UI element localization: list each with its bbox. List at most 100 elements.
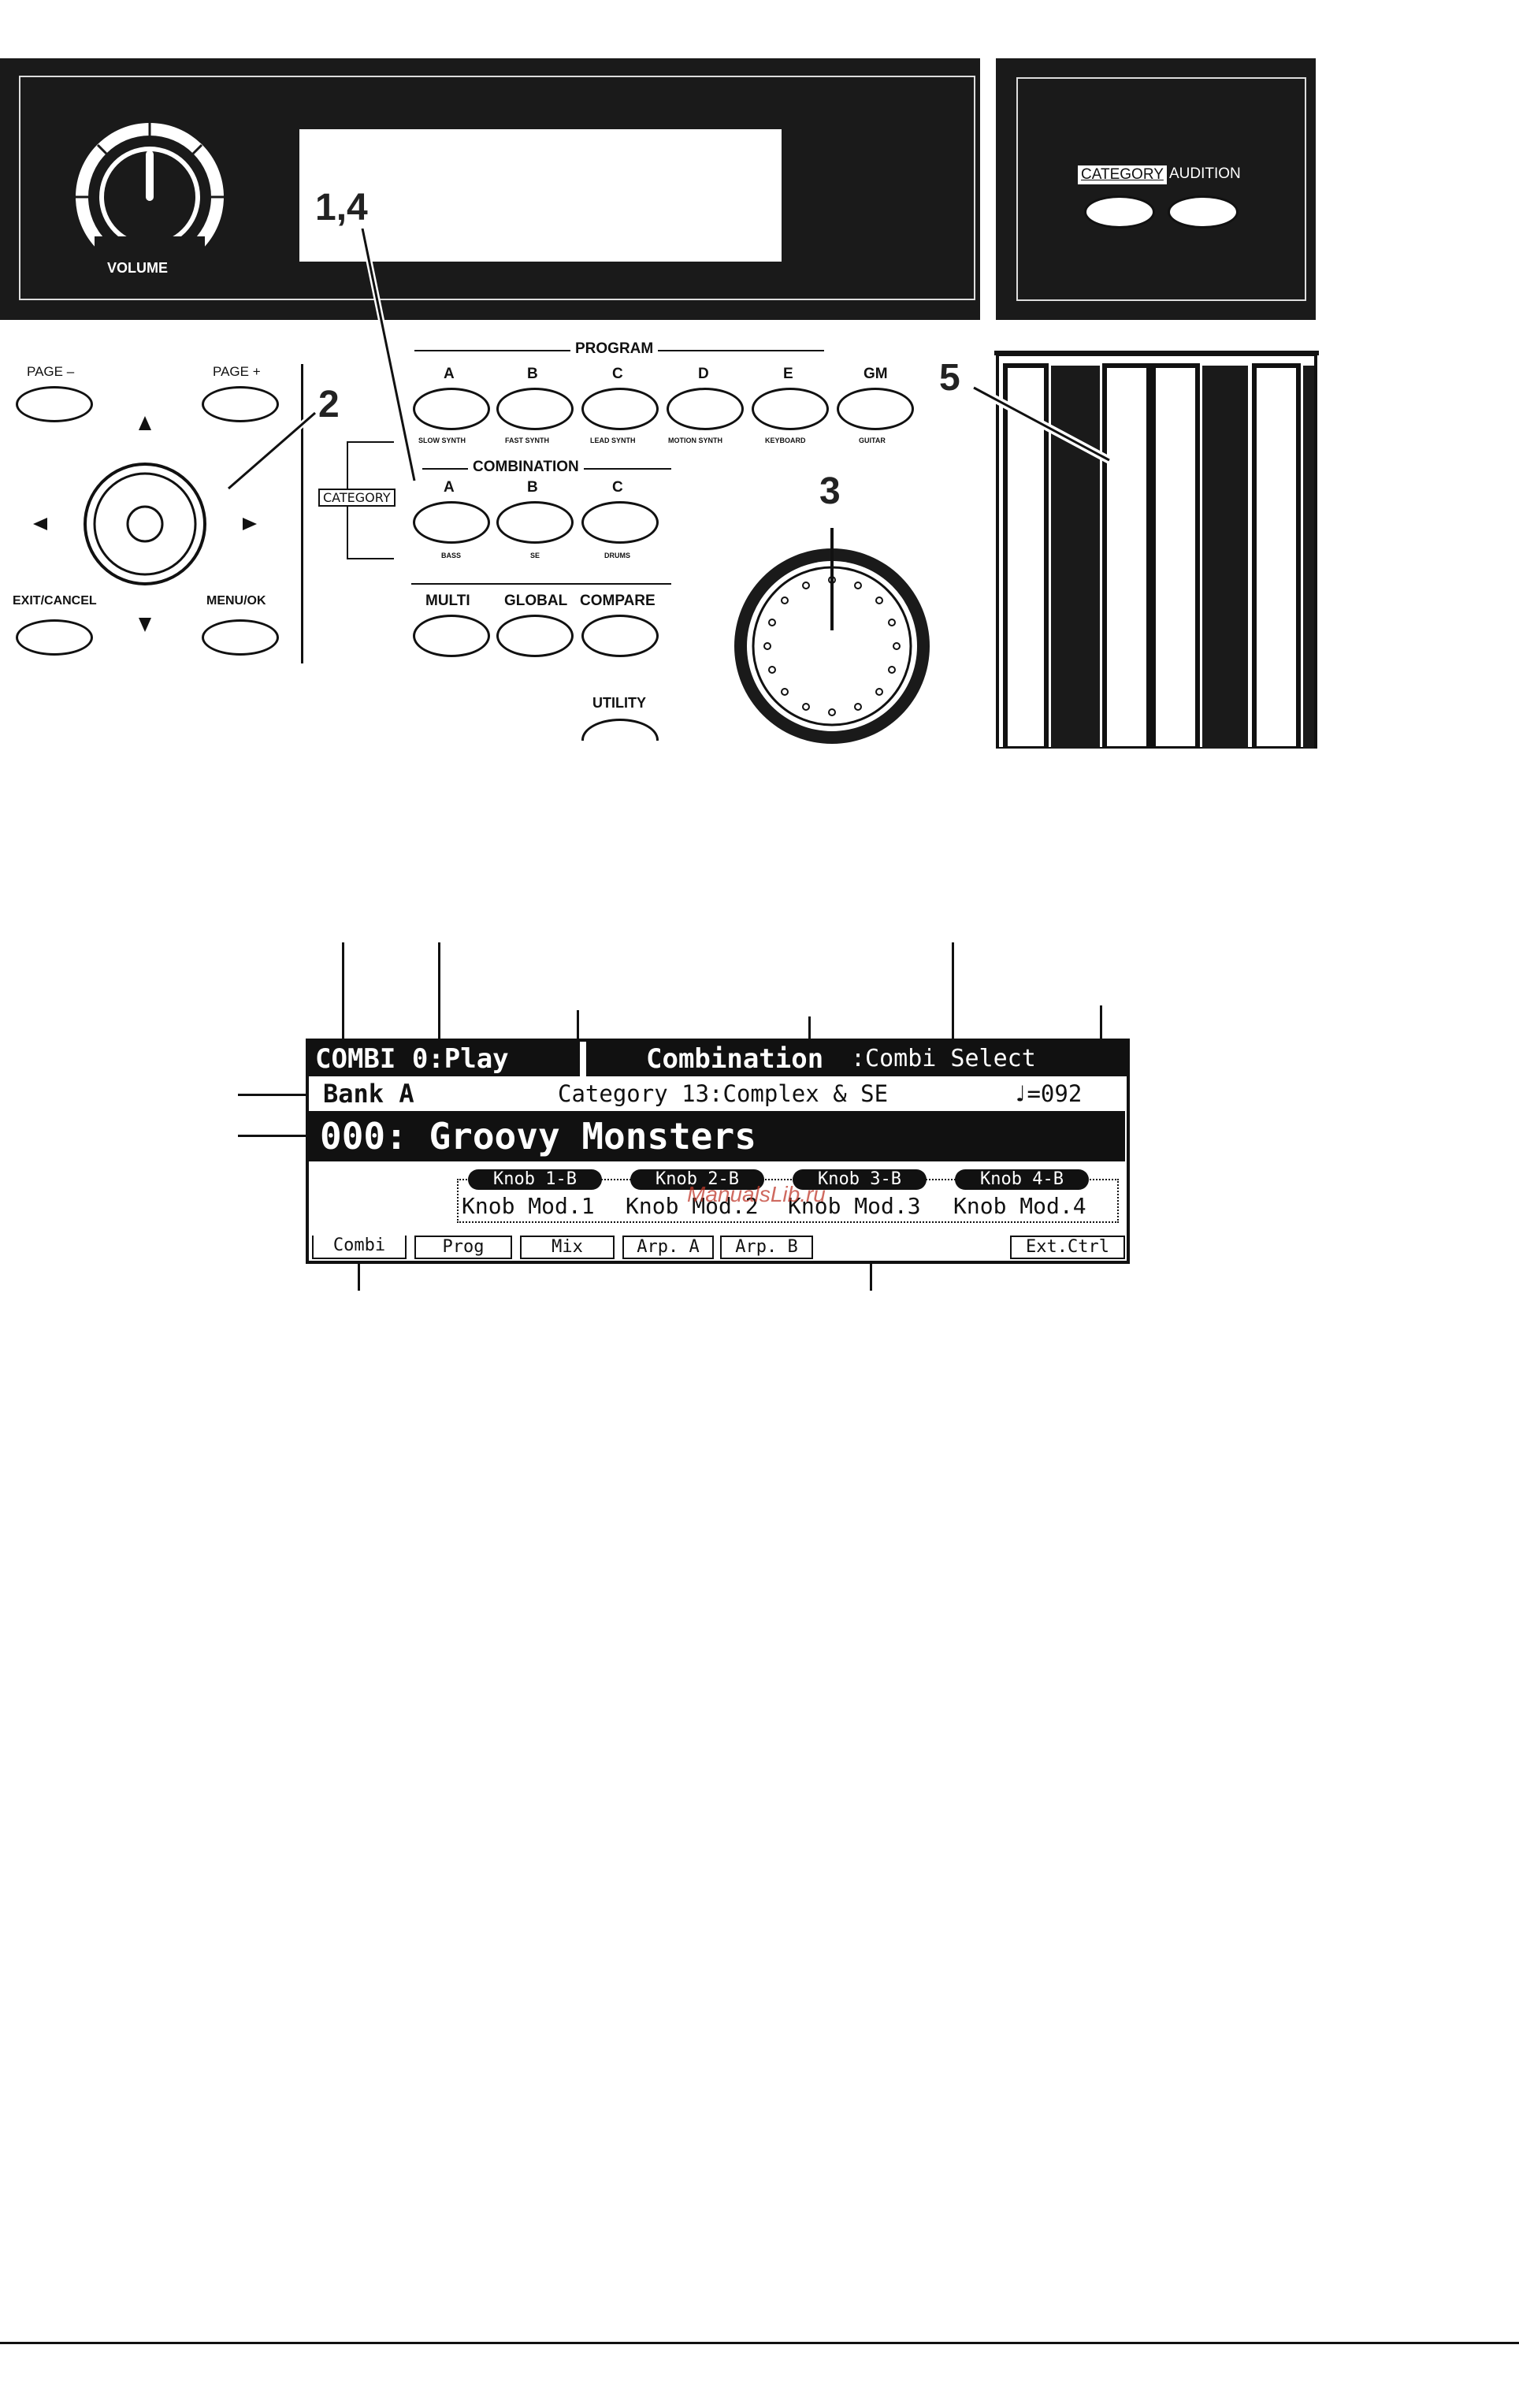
lcd-mode: COMBI 0:Play (315, 1043, 509, 1075)
compare-button[interactable] (581, 615, 659, 657)
callout-line-2 (226, 410, 318, 492)
tab-arp-a[interactable]: Arp. A (622, 1236, 714, 1259)
program-b-button[interactable] (496, 388, 574, 430)
program-c-button[interactable] (581, 388, 659, 430)
combi-c-letter: C (612, 479, 623, 496)
step-callout-5: 5 (939, 357, 960, 399)
callout-line (1100, 1005, 1102, 1064)
combi-b-letter: B (527, 479, 538, 496)
watermark: ManualsLib.ru (687, 1182, 826, 1206)
front-panel-frame (19, 76, 975, 300)
arrow-right-icon (243, 518, 257, 530)
lcd-mode-bar (309, 1042, 580, 1076)
tab-prog[interactable]: Prog (414, 1236, 512, 1259)
utility-crop (575, 741, 670, 772)
lcd-page-title: Combination (646, 1043, 824, 1075)
program-e-letter: E (783, 366, 793, 382)
callout-line (342, 942, 344, 1048)
program-e-button[interactable] (752, 388, 829, 430)
lcd-tempo[interactable]: ♩=092 (1013, 1080, 1083, 1107)
page-plus-button[interactable] (202, 386, 279, 422)
audition-label: AUDITION (1169, 165, 1241, 182)
tab-arp-b[interactable]: Arp. B (720, 1236, 813, 1259)
category-button[interactable] (1084, 195, 1155, 229)
menu-ok-label: MENU/OK (206, 594, 266, 608)
lcd-combi-name[interactable]: 000: Groovy Monsters (320, 1115, 756, 1158)
program-a-sub: SLOW SYNTH (418, 437, 466, 444)
program-a-button[interactable] (413, 388, 490, 430)
volume-label: VOLUME (107, 260, 169, 276)
combi-b-button[interactable] (496, 501, 574, 544)
combi-c-sub: DRUMS (604, 552, 630, 559)
exit-cancel-button[interactable] (16, 619, 93, 656)
multi-button[interactable] (413, 615, 490, 657)
page-bottom-rule (0, 2342, 1519, 2344)
program-b-sub: FAST SYNTH (505, 437, 550, 444)
front-panel-right-frame (1016, 77, 1306, 301)
step-callout-3: 3 (819, 470, 841, 512)
program-d-sub: MOTION SYNTH (668, 437, 722, 444)
callout-line-1-4 (359, 229, 418, 481)
cursor-dial[interactable] (28, 410, 265, 638)
arrow-up-icon (139, 416, 151, 430)
keyboard[interactable] (994, 350, 1319, 749)
program-gm-sub: GUITAR (859, 437, 886, 444)
program-a-letter: A (444, 366, 455, 382)
lcd-combi-name-bar (309, 1111, 1125, 1161)
program-gm-letter: GM (863, 366, 888, 382)
combi-c-button[interactable] (581, 501, 659, 544)
callout-line-5 (971, 384, 1112, 464)
menu-ok-button[interactable] (202, 619, 279, 656)
knob-2-value[interactable]: Knob Mod.2 (626, 1193, 759, 1219)
callout-line (238, 1135, 317, 1137)
knob-4-tag: Knob 4-B (955, 1169, 1089, 1190)
program-gm-button[interactable] (837, 388, 914, 430)
arrow-left-icon (33, 518, 47, 530)
lcd-category[interactable]: Category 13:Complex & SE (558, 1080, 889, 1107)
value-dial[interactable] (730, 528, 934, 749)
page-minus-label: PAGE – (27, 364, 75, 379)
lcd-bank[interactable]: Bank A (323, 1079, 414, 1109)
lcd-title-bar (586, 1042, 1127, 1076)
display-window (299, 129, 782, 262)
knob-4-value[interactable]: Knob Mod.4 (953, 1193, 1086, 1219)
combi-a-button[interactable] (413, 501, 490, 544)
program-b-letter: B (527, 366, 538, 382)
utility-label: UTILITY (592, 695, 646, 711)
tab-mix[interactable]: Mix (520, 1236, 615, 1259)
category-side-label: CATEGORY (318, 489, 396, 507)
multi-label: MULTI (425, 593, 470, 609)
knob-3-value[interactable]: Knob Mod.3 (788, 1193, 921, 1219)
page-plus-label: PAGE + (213, 364, 261, 379)
volume-knob[interactable] (71, 118, 228, 276)
step-callout-1-4: 1,4 (315, 187, 368, 229)
page-minus-button[interactable] (16, 386, 93, 422)
tab-combi[interactable]: Combi (312, 1236, 407, 1259)
lcd-page-sub: :Combi Select (851, 1045, 1036, 1072)
program-header: PROGRAM (570, 340, 659, 358)
tab-ext-ctrl[interactable]: Ext.Ctrl (1010, 1236, 1125, 1259)
program-c-letter: C (612, 366, 623, 382)
exit-cancel-label: EXIT/CANCEL (13, 594, 97, 608)
audition-button[interactable] (1168, 195, 1239, 229)
knob-1-value[interactable]: Knob Mod.1 (462, 1193, 595, 1219)
knob-1-tag: Knob 1-B (468, 1169, 602, 1190)
knob-3-tag: Knob 3-B (793, 1169, 927, 1190)
callout-line (808, 1016, 811, 1053)
callout-line (238, 1094, 317, 1096)
knob-2-tag: Knob 2-B (630, 1169, 764, 1190)
mode-rule (411, 583, 671, 585)
category-label-top: CATEGORY (1078, 165, 1167, 184)
global-button[interactable] (496, 615, 574, 657)
program-e-sub: KEYBOARD (765, 437, 806, 444)
divider (301, 364, 303, 663)
combi-b-sub: SE (530, 552, 540, 559)
program-d-letter: D (698, 366, 709, 382)
knob-assign-frame (457, 1179, 1119, 1223)
combination-header: COMBINATION (468, 459, 584, 476)
program-d-button[interactable] (667, 388, 744, 430)
step-callout-2: 2 (318, 384, 340, 425)
callout-line (952, 942, 954, 1053)
compare-label: COMPARE (580, 593, 656, 609)
combi-a-sub: BASS (441, 552, 462, 559)
